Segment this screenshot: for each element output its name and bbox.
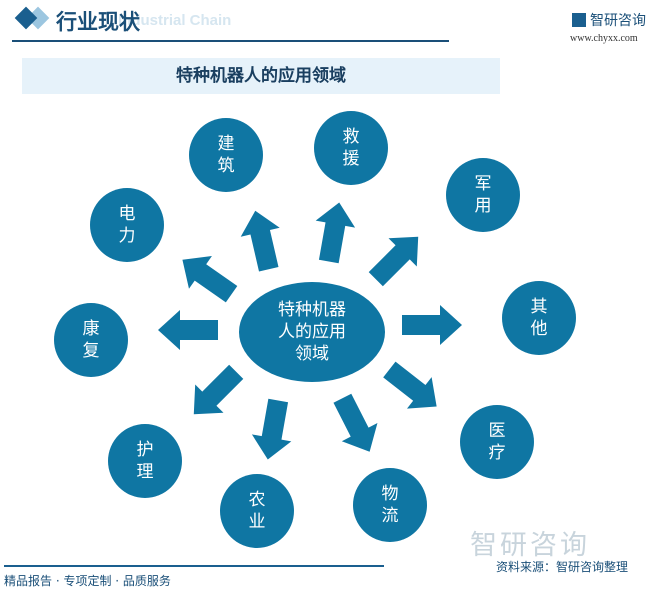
node-label-char: 电 [118, 204, 136, 224]
node-label-char: 援 [342, 149, 360, 169]
node-label: 物流 [360, 483, 420, 527]
node-label-char: 建 [217, 134, 235, 154]
title-banner [22, 58, 500, 94]
node-circle [54, 303, 128, 377]
node-circle [108, 424, 182, 498]
node-label-char: 农 [248, 490, 266, 510]
header-ghost-text: Industrial Chain [118, 12, 232, 29]
node-circle [220, 474, 294, 548]
diagram-title: 特种机器人的应用领域 [176, 66, 346, 86]
node-label: 军用 [453, 173, 513, 217]
arrow-icon [182, 256, 238, 303]
node-circle [314, 111, 388, 185]
footer-source: 资料来源：智研咨询整理 [496, 560, 629, 574]
node-label: 农业 [227, 489, 287, 533]
logo-text: 智研咨询 [590, 13, 646, 29]
node-label-char: 复 [82, 341, 100, 361]
node-label-char: 物 [381, 484, 399, 504]
center-label: 特种机器 人的应用 领域 [262, 299, 362, 365]
node-label-char: 其 [530, 297, 548, 317]
node-label: 其他 [509, 296, 569, 340]
arrow-icon [158, 310, 218, 350]
node-label: 护理 [115, 439, 175, 483]
center-line: 特种机器 [278, 300, 346, 320]
node-circle [353, 468, 427, 542]
node-label: 医疗 [467, 420, 527, 464]
node-circle [502, 281, 576, 355]
node-circle [460, 405, 534, 479]
watermark: 智研咨询 [470, 530, 590, 561]
arrow-icon [368, 236, 419, 287]
arrow-icon [251, 398, 292, 460]
center-line: 人的应用 [278, 322, 346, 342]
node-circle [446, 158, 520, 232]
footer-divider [4, 565, 384, 567]
node-circle [189, 118, 263, 192]
arrow-icon [333, 393, 378, 452]
arrow-icon [315, 202, 356, 264]
node-label-char: 筑 [217, 156, 235, 176]
node-label: 建筑 [196, 133, 256, 177]
arrow-icon [402, 305, 462, 345]
node-label: 电力 [97, 203, 157, 247]
node-circle [90, 188, 164, 262]
logo-icon [572, 13, 586, 27]
node-label-char: 疗 [488, 443, 506, 463]
node-label-char: 护 [136, 440, 154, 460]
section-title: 行业现状 [56, 10, 140, 34]
node-label: 救援 [321, 126, 381, 170]
node-label-char: 流 [381, 506, 399, 526]
arrow-icon [383, 361, 437, 409]
arrow-icon [193, 364, 244, 415]
node-label-char: 理 [136, 462, 154, 482]
footer-slogan: 精品报告 · 专项定制 · 品质服务 [4, 574, 171, 588]
node-label-char: 医 [488, 421, 506, 441]
header-divider [12, 40, 449, 42]
node-label-char: 他 [530, 319, 548, 339]
arrow-icon [240, 210, 280, 272]
node-label-char: 力 [118, 226, 136, 246]
brand-logo: 智研咨询 [572, 10, 646, 30]
center-ellipse [239, 282, 385, 382]
center-line: 领域 [295, 344, 329, 364]
node-label: 康复 [61, 318, 121, 362]
node-label-char: 康 [82, 319, 100, 339]
brand-url: www.chyxx.com [570, 33, 638, 44]
node-label-char: 军 [474, 174, 492, 194]
node-label-char: 救 [342, 127, 360, 147]
node-label-char: 用 [474, 196, 492, 216]
node-label-char: 业 [248, 512, 266, 532]
